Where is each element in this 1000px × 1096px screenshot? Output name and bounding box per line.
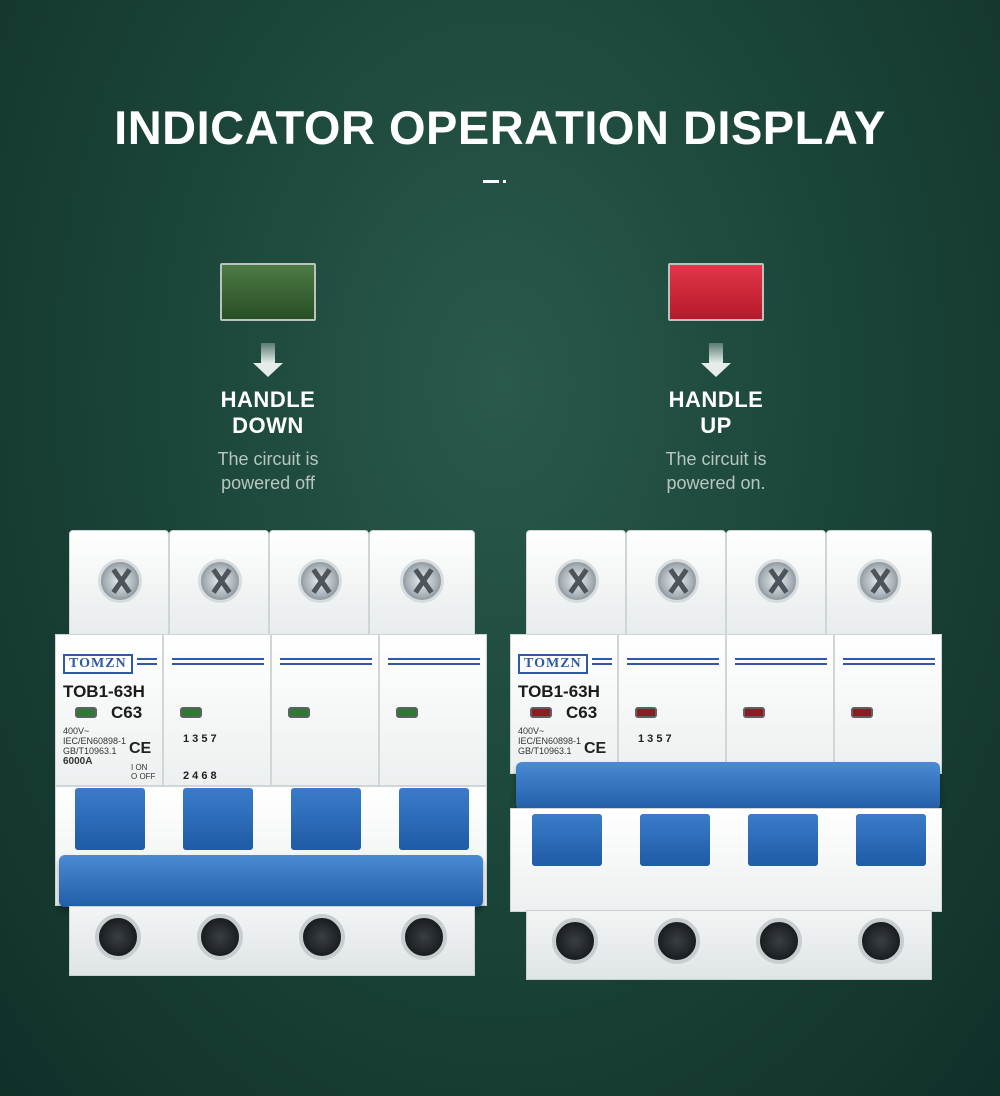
state-label: HANDLE DOWN <box>220 387 316 438</box>
ce-mark: CE <box>584 740 607 757</box>
handle-tie-bar[interactable] <box>516 762 940 810</box>
spec-standard-gb: GB/T10963.1 <box>518 746 572 756</box>
terminal-screw-icon <box>299 914 345 960</box>
down-arrow-icon <box>701 343 731 383</box>
handle-paddle[interactable] <box>640 814 710 866</box>
spec-standard-gb: GB/T10963.1 <box>63 746 117 756</box>
terminal-screw-icon <box>654 918 700 964</box>
indicator-off: HANDLE DOWN The circuit is powered off <box>158 263 378 495</box>
status-led-green <box>180 707 202 718</box>
handle-paddle[interactable] <box>856 814 926 866</box>
spec-voltage: 400V~ <box>518 726 545 736</box>
terminal-numbers-top: 1 3 5 7 <box>638 733 672 745</box>
down-arrow-icon <box>253 343 283 383</box>
screw-icon <box>298 559 342 603</box>
screw-icon <box>198 559 242 603</box>
screw-icon <box>98 559 142 603</box>
terminal-screw-icon <box>756 918 802 964</box>
spec-voltage: 400V~ <box>63 726 90 736</box>
ce-mark: CE <box>129 740 152 757</box>
status-led-green <box>75 707 97 718</box>
page-title: INDICATOR OPERATION DISPLAY <box>114 101 886 154</box>
screw-icon <box>555 559 599 603</box>
circuit-breaker-off: TOMZN TOB1-63H C63 400V~ IEC/EN60898-1 G… <box>55 530 491 976</box>
terminal-numbers-top: 1 3 5 7 <box>183 733 217 745</box>
status-led-green <box>396 707 418 718</box>
title-underline <box>483 180 513 186</box>
state-description: The circuit is powered on. <box>665 449 767 493</box>
brand-logo: TOMZN <box>63 654 133 674</box>
screw-icon <box>655 559 699 603</box>
terminal-screw-icon <box>197 914 243 960</box>
spec-standard: IEC/EN60898-1 <box>63 736 127 746</box>
handle-paddle[interactable] <box>748 814 818 866</box>
spec-standard: IEC/EN60898-1 <box>518 736 582 746</box>
status-led-red <box>635 707 657 718</box>
off-label: O OFF <box>131 772 156 781</box>
model-number: TOB1-63H <box>63 682 145 701</box>
handle-paddle[interactable] <box>291 788 361 850</box>
circuit-breaker-on: TOMZN TOB1-63H C63 400V~ IEC/EN60898-1 G… <box>508 530 944 980</box>
indicator-swatch-green <box>220 263 316 321</box>
handle-paddle[interactable] <box>532 814 602 866</box>
curve-rating: C63 <box>566 703 598 722</box>
indicator-swatch-red <box>668 263 764 321</box>
status-led-red <box>743 707 765 718</box>
state-label: HANDLE UP <box>668 387 764 438</box>
curve-rating: C63 <box>111 703 143 722</box>
handle-paddle[interactable] <box>75 788 145 850</box>
status-led-green <box>288 707 310 718</box>
screw-icon <box>400 559 444 603</box>
terminal-screw-icon <box>401 914 447 960</box>
terminal-numbers-bottom: 2 4 6 8 <box>183 770 217 782</box>
screw-icon <box>857 559 901 603</box>
status-led-red <box>530 707 552 718</box>
status-led-red <box>851 707 873 718</box>
screw-icon <box>755 559 799 603</box>
handle-paddle[interactable] <box>399 788 469 850</box>
on-label: I ON <box>131 763 148 772</box>
state-description: The circuit is powered off <box>217 449 319 493</box>
brand-logo: TOMZN <box>518 654 588 674</box>
model-number: TOB1-63H <box>518 682 600 701</box>
handle-tie-bar[interactable] <box>59 855 483 907</box>
terminal-screw-icon <box>95 914 141 960</box>
handle-paddle[interactable] <box>183 788 253 850</box>
spec-breaking-capacity: 6000A <box>63 756 93 767</box>
indicator-on: HANDLE UP The circuit is powered on. <box>606 263 826 495</box>
terminal-screw-icon <box>858 918 904 964</box>
terminal-screw-icon <box>552 918 598 964</box>
